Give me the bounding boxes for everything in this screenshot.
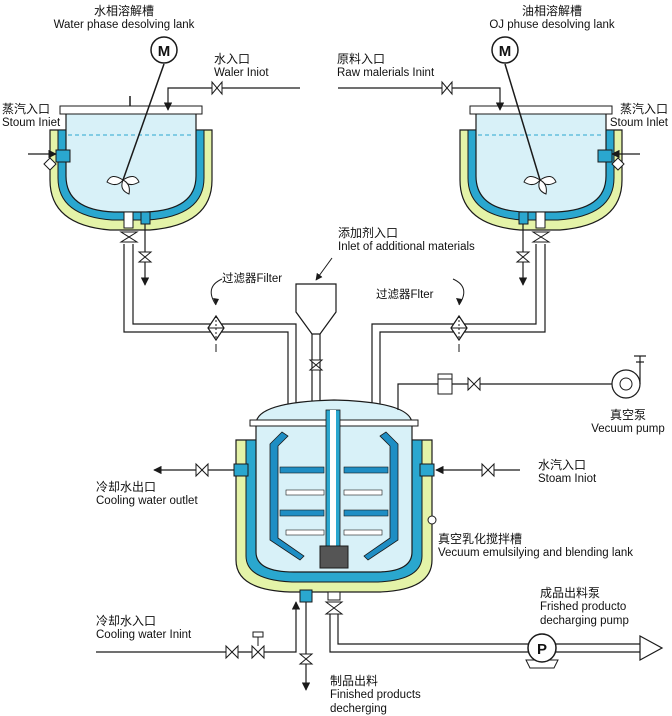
cooling-water-outlet-line: [153, 462, 249, 478]
filter-right-label: 过滤器Flter: [376, 289, 434, 301]
finished-products-label-en1: Finished products: [330, 689, 421, 701]
water-inlet-line: [163, 80, 300, 111]
oil-tank-motor: M: [491, 36, 541, 181]
water-tank-label: 水相溶解槽 Water phase desolving lank: [54, 4, 195, 32]
oil-tank-label-en: OJ phuse desolving lank: [489, 19, 615, 31]
right-filter-icon: [450, 278, 468, 352]
finished-product-drain: [298, 602, 314, 691]
cooling-outlet-label-cn: 冷却水出口: [96, 480, 157, 494]
cooling-outlet-label: 冷却水出口 Cooling water outlet: [96, 480, 198, 508]
vacuum-pump-icon: [611, 355, 646, 399]
cooling-inlet-label-cn: 冷却水入口: [96, 614, 157, 628]
cooling-water-inlet-line: [96, 589, 313, 660]
additive-inlet-label-cn: 添加剂入口: [338, 226, 399, 240]
main-tank-label-cn: 真空乳化搅拌槽: [438, 532, 523, 546]
cooling-outlet-label-en: Cooling water outlet: [96, 495, 198, 507]
product-pump-label-cn: 成品出料泵: [540, 586, 601, 600]
product-pump-label: 成品出料泵 Frished producto decharging pump: [540, 586, 629, 628]
motor-letter-right: M: [499, 43, 512, 60]
left-filter-icon: [207, 278, 225, 352]
main-tank-label-en: Vecuum emulsilying and blending lank: [438, 547, 633, 559]
vacuum-pump-label: 真空泵 Vecuum pump: [591, 408, 665, 436]
steam-right-label-en: Stoum Inlet: [609, 117, 668, 129]
steam-main-label-en: Stoam Iniot: [538, 473, 597, 485]
main-emulsifying-tank: [235, 399, 437, 593]
water-tank-label-cn: 水相溶解槽: [93, 4, 155, 18]
cooling-inlet-label: 冷却水入口 Cooling water Inint: [96, 614, 191, 642]
oil-tank-label-cn: 油相溶解槽: [521, 4, 582, 18]
steam-main-label-cn: 水汽入口: [538, 458, 587, 472]
product-pump-label-en1: Frished producto: [540, 601, 627, 613]
water-inlet-label: 水入口 Waler Iniot: [214, 52, 269, 80]
water-tank-agitator-icon: [106, 176, 140, 195]
main-tank-label: 真空乳化搅拌槽 Vecuum emulsilying and blending …: [438, 532, 633, 560]
oil-tank-drain: [515, 211, 551, 286]
raw-inlet-label-en: Raw malerials Inint: [337, 67, 435, 79]
additive-inlet-label-en: Inlet of additional materials: [338, 241, 475, 253]
vacuum-line: [397, 373, 612, 410]
vacuum-pump-label-cn: 真空泵: [609, 408, 647, 422]
oil-tank-steam-nozzle: [597, 149, 640, 171]
additive-hopper: [295, 257, 337, 408]
water-inlet-label-en: Waler Iniot: [214, 67, 269, 79]
raw-inlet-label-cn: 原料入口: [337, 52, 386, 66]
steam-left-label: 蒸汽入口 Stoum Iniet: [2, 102, 60, 130]
vacuum-pump-label-en: Vecuum pump: [591, 423, 665, 435]
additive-inlet-label: 添加剂入口 Inlet of additional materials: [338, 226, 475, 254]
water-tank-motor: M: [122, 36, 178, 181]
steam-right-label: 蒸汽入口 Stoum Inlet: [610, 102, 668, 130]
water-tank-steam-nozzle: [28, 149, 71, 171]
water-phase-tank: [49, 96, 213, 231]
motor-letter-left: M: [158, 43, 171, 60]
finished-products-label-cn: 制品出料: [330, 674, 379, 688]
product-pump-icon: P: [525, 633, 559, 669]
water-inlet-label-cn: 水入口: [214, 52, 251, 66]
oil-phase-tank: [459, 105, 623, 231]
cooling-inlet-label-en: Cooling water Inint: [96, 629, 192, 641]
steam-left-label-cn: 蒸汽入口: [2, 102, 51, 116]
finished-products-label: 制品出料 Finished products decherging: [330, 674, 421, 716]
water-tank-label-en: Water phase desolving lank: [53, 19, 195, 31]
pump-letter: P: [537, 641, 547, 658]
steam-main-label: 水汽入口 Stoam Iniot: [538, 458, 596, 486]
water-tank-drain: [119, 211, 153, 286]
raw-inlet-label: 原料入口 Raw malerials Inint: [337, 52, 434, 80]
product-pump-label-en2: decharging pump: [540, 615, 629, 627]
raw-material-inlet-line: [338, 80, 505, 111]
oil-tank-agitator-icon: [523, 176, 557, 195]
steam-inlet-line: [419, 462, 520, 478]
steam-left-label-en: Stoum Iniet: [2, 117, 61, 129]
oil-tank-label: 油相溶解槽 OJ phuse desolving lank: [489, 4, 614, 32]
steam-right-label-cn: 蒸汽入口: [619, 102, 668, 116]
finished-products-label-en2: decherging: [330, 703, 387, 715]
filter-left-label: 过滤器Filter: [222, 273, 283, 285]
